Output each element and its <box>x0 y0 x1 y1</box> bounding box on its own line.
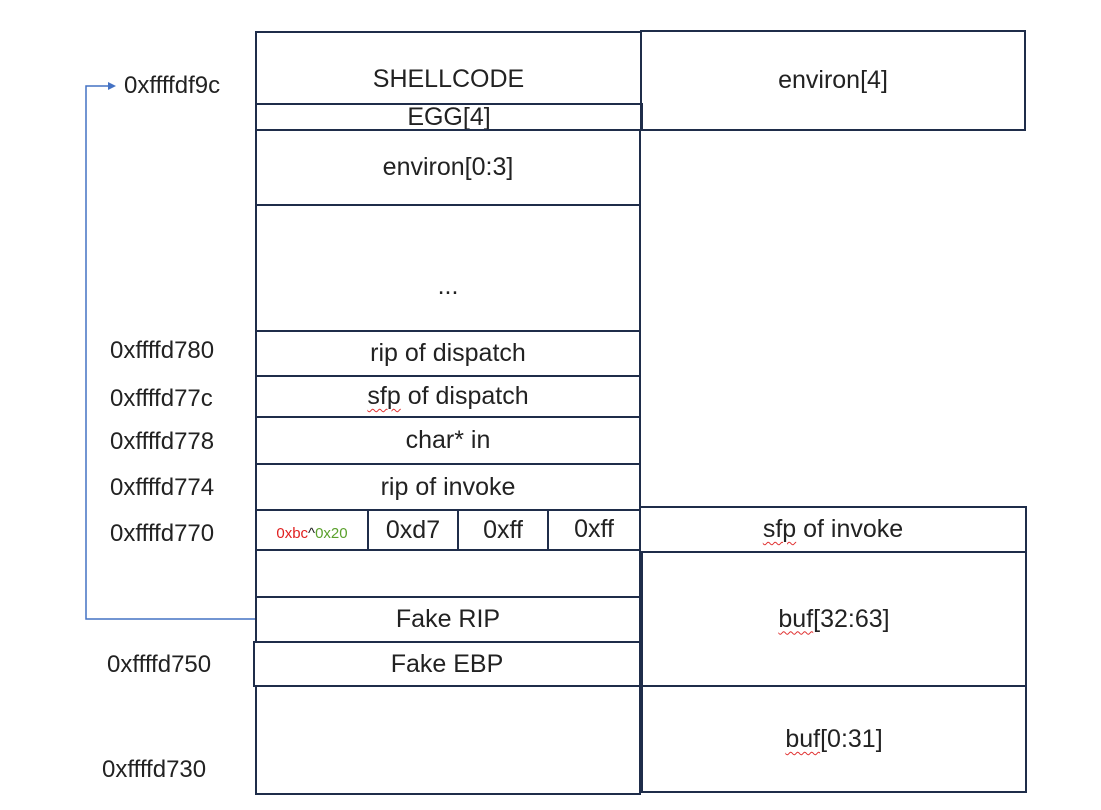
rip-invoke-cell: rip of invoke <box>255 463 641 511</box>
address-label-d770: 0xffffd770 <box>110 520 215 547</box>
buf-32-63-rest: [32:63] <box>813 604 890 633</box>
byte-0-caret: ^ <box>308 524 316 542</box>
address-label-d780: 0xffffd780 <box>110 337 215 364</box>
buf-32-63-word: buf <box>778 604 814 633</box>
ellipsis-cell: ... <box>255 204 641 332</box>
sfp-invoke-rest: of invoke <box>796 515 904 543</box>
blank-cell <box>255 549 641 598</box>
egg-cell: EGG[4] <box>255 103 643 131</box>
byte-2-label: 0xff <box>483 515 523 544</box>
environ-4-cell: environ[4] <box>640 30 1026 131</box>
byte-1-label: 0xd7 <box>385 515 441 544</box>
address-label-df9c: 0xffffdf9c <box>124 72 221 99</box>
address-label-d778: 0xffffd778 <box>110 428 215 455</box>
shellcode-cell: SHELLCODE <box>255 31 642 105</box>
environ-0-3-label: environ[0:3] <box>382 153 514 181</box>
environ-4-label: environ[4] <box>778 66 888 94</box>
byte-0-xor: 0xbc^0x20 <box>276 516 347 545</box>
buf-32-63-cell: buf[32:63] <box>641 551 1027 687</box>
environ-0-3-cell: environ[0:3] <box>255 129 641 206</box>
buf-0-31-label: buf[0:31] <box>785 725 882 754</box>
buf-0-31-word: buf <box>785 725 821 753</box>
sfp-invoke-label: sfp of invoke <box>763 515 903 544</box>
sfp-dispatch-cell: sfp of dispatch <box>255 375 641 418</box>
byte-cell-0: 0xbc^0x20 <box>255 509 369 551</box>
fake-rip-label: Fake RIP <box>395 605 501 633</box>
byte-0-red: 0xbc <box>276 524 309 542</box>
address-label-d750: 0xffffd750 <box>107 651 212 678</box>
buf-0-31-cell: buf[0:31] <box>641 685 1027 793</box>
fake-rip-cell: Fake RIP <box>255 596 641 643</box>
shellcode-label: SHELLCODE <box>372 65 525 93</box>
ellipsis-label: ... <box>437 272 459 300</box>
sfp-dispatch-label: sfp of dispatch <box>367 382 528 411</box>
rip-invoke-label: rip of invoke <box>380 472 516 501</box>
bottom-cell <box>255 685 641 795</box>
fake-ebp-cell: Fake EBP <box>253 641 641 687</box>
address-label-d730: 0xffffd730 <box>102 756 207 783</box>
buf-0-31-rest: [0:31] <box>820 725 883 753</box>
rip-dispatch-label: rip of dispatch <box>370 339 526 367</box>
rip-dispatch-cell: rip of dispatch <box>255 330 641 377</box>
byte-cell-1: 0xd7 <box>367 509 459 551</box>
byte-cell-3: 0xff <box>547 509 641 551</box>
byte-cell-2: 0xff <box>457 509 549 551</box>
fake-ebp-label: Fake EBP <box>390 649 504 678</box>
byte-3-label: 0xff <box>574 515 614 543</box>
pointer-arrow-head <box>108 82 116 90</box>
egg-label: EGG[4] <box>407 102 491 131</box>
address-label-d774: 0xffffd774 <box>110 474 215 501</box>
sfp-invoke-cell: sfp of invoke <box>639 506 1027 553</box>
char-in-label: char* in <box>405 426 491 454</box>
char-in-cell: char* in <box>255 416 641 465</box>
buf-32-63-label: buf[32:63] <box>778 605 889 634</box>
address-label-d77c: 0xffffd77c <box>110 385 213 412</box>
sfp-dispatch-word: sfp <box>367 382 401 410</box>
byte-0-green: 0x20 <box>315 524 348 542</box>
sfp-invoke-word: sfp <box>762 515 797 543</box>
sfp-dispatch-rest: of dispatch <box>400 382 529 410</box>
